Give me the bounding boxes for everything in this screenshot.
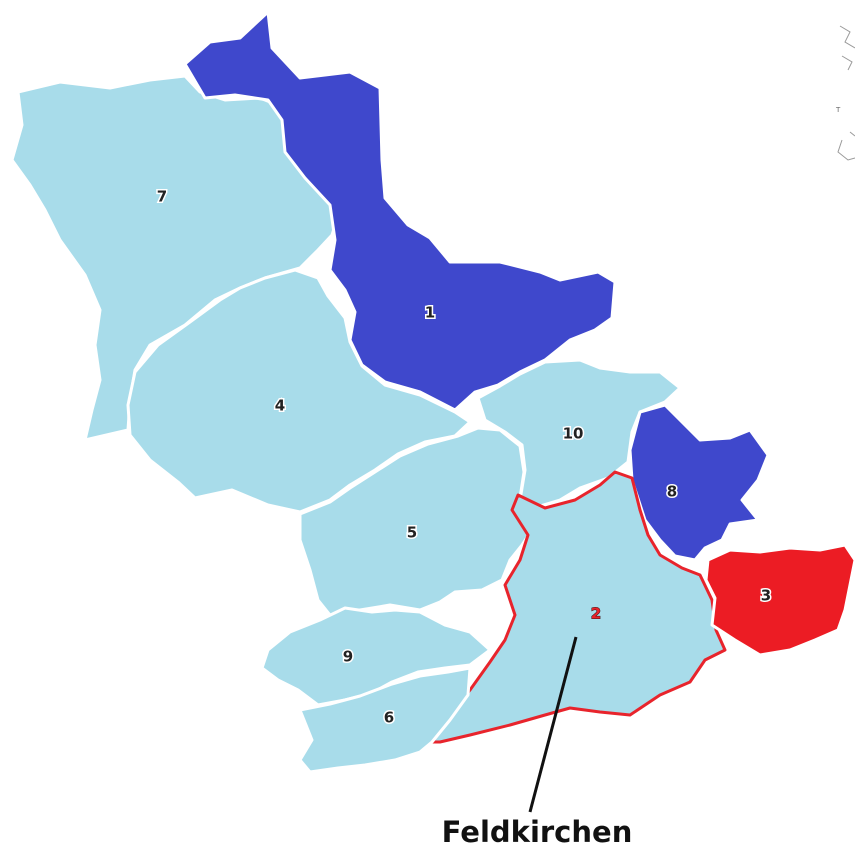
- district-label-1: 1: [425, 304, 435, 322]
- district-label-10: 10: [563, 425, 584, 443]
- inset-outline-top: [839, 25, 855, 71]
- district-8-region[interactable]: [628, 403, 770, 562]
- district-label-7: 7: [157, 188, 167, 206]
- district-10-region[interactable]: [476, 358, 682, 508]
- inset-map: T: [835, 25, 855, 161]
- district-1-region[interactable]: [183, 10, 617, 412]
- district-3-region[interactable]: [704, 543, 855, 657]
- district-label-3: 3: [761, 587, 771, 605]
- district-label-9: 9: [343, 648, 353, 666]
- district-label-8: 8: [667, 483, 677, 501]
- district-9-region[interactable]: [260, 606, 492, 707]
- inset-outline-bottom: [837, 131, 855, 161]
- callout-pointer-line: [528, 636, 578, 813]
- district-label-4: 4: [275, 397, 285, 415]
- district-4-region[interactable]: [126, 268, 472, 514]
- district-label-5: 5: [407, 524, 417, 542]
- callout-label: Feldkirchen: [442, 815, 633, 849]
- district-label-6: 6: [384, 709, 394, 727]
- district-6-region[interactable]: [298, 666, 472, 774]
- inset-label: T: [835, 106, 841, 114]
- district-label-2: 2: [591, 605, 601, 623]
- district-2-region[interactable]: [428, 470, 727, 744]
